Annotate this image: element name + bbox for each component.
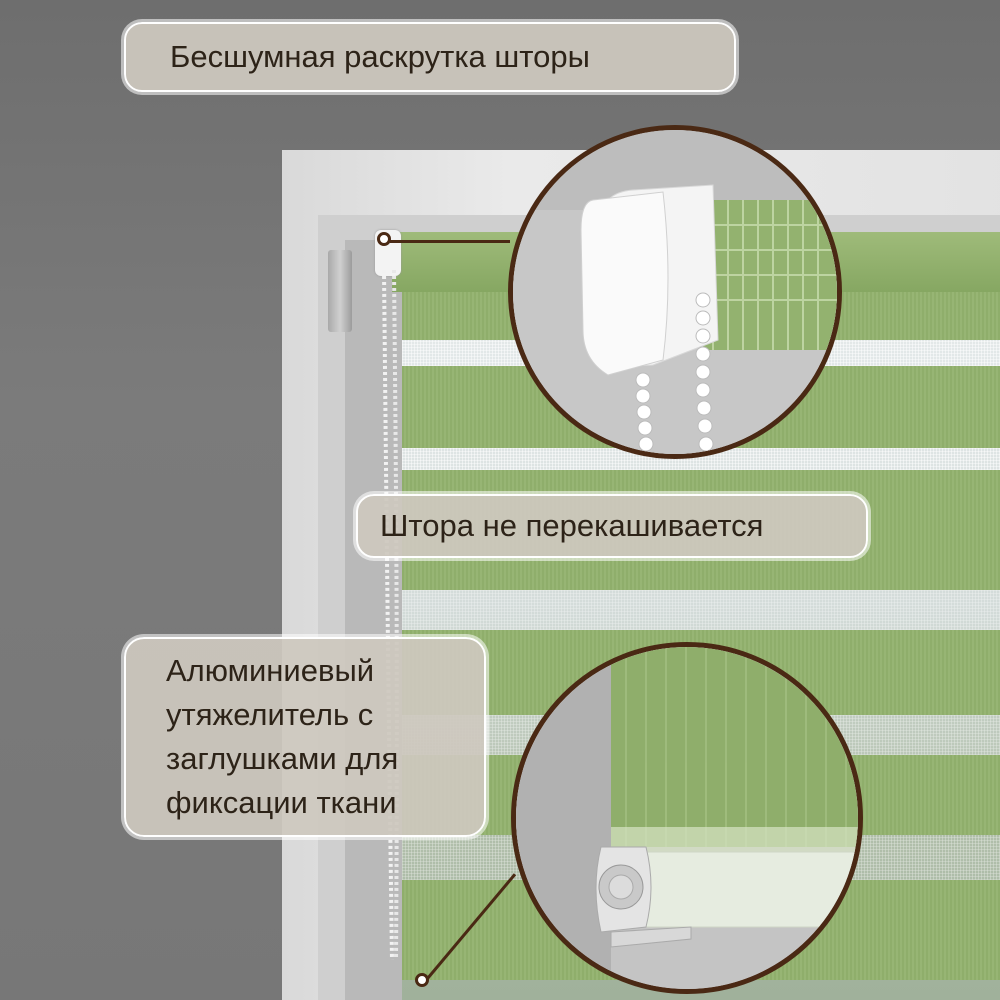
mechanism-closeup-illustration	[513, 130, 837, 454]
blind-mesh	[402, 448, 1000, 470]
zoom-circle-weight-bar	[511, 642, 863, 994]
feature-label-weight-line: утяжелитель с	[166, 697, 374, 732]
zoom-circle-mechanism	[508, 125, 842, 459]
control-chain	[382, 270, 399, 960]
weight-bar-closeup-illustration	[516, 647, 858, 989]
pointer-line-mechanism	[390, 240, 510, 243]
feature-label-weight-bar: Алюминиевый утяжелитель с заглушками для…	[124, 637, 486, 837]
blind-mesh	[402, 590, 1000, 630]
feature-label-weight-line: фиксации ткани	[166, 785, 397, 820]
feature-label-silent: Бесшумная раскрутка шторы	[124, 22, 736, 92]
feature-label-weight-line: заглушками для	[166, 741, 399, 776]
pointer-dot-mechanism	[377, 232, 391, 246]
window-hinge	[328, 250, 352, 332]
pointer-dot-weight	[415, 973, 429, 987]
feature-label-weight-line: Алюминиевый	[166, 653, 375, 688]
feature-label-no-skew: Штора не перекашивается	[356, 494, 868, 558]
